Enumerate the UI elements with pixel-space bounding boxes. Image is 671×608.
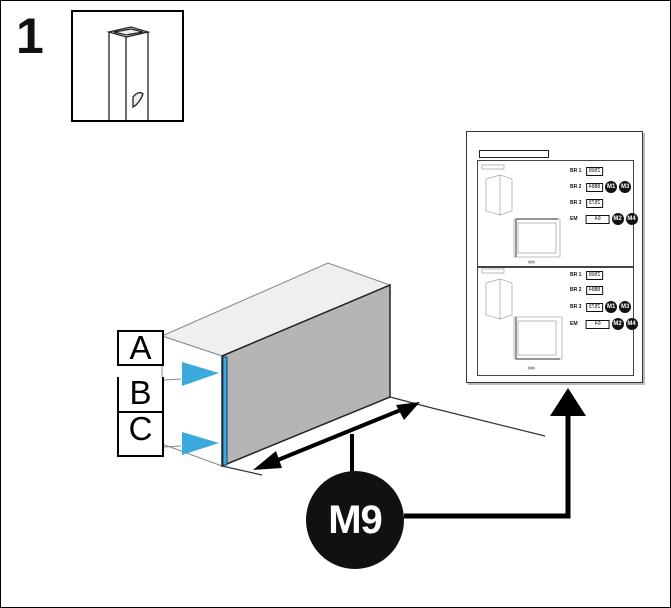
measurement-sheet: mm BR 1 2568 BR 2 8884 M1 M3 BR 3 2573 E…	[466, 131, 643, 383]
svg-text:mm: mm	[528, 259, 535, 264]
sheet-panel-1: mm BR 1 2568 BR 2 8884 M1 M3 BR 3 2573 E…	[477, 160, 638, 268]
sheet-arrowhead	[550, 388, 586, 416]
label-b: B	[117, 376, 164, 413]
m9-to-sheet-connector	[404, 416, 571, 519]
step-number: 1	[16, 8, 44, 64]
profile-piece-drawing	[106, 26, 151, 120]
length-dimension-arrow	[253, 402, 420, 470]
profile-thumbnail	[71, 10, 184, 122]
panel1-row-br2: BR 2 8884 M1 M3	[570, 181, 632, 193]
marker-arrow-c	[182, 432, 219, 455]
svg-text:mm: mm	[528, 365, 535, 370]
panel2-row-em: EM 64 M2 M4	[570, 318, 638, 330]
cabin-sketch-2: mm	[481, 268, 563, 370]
marker-arrow-a	[182, 362, 219, 386]
sheet-title-field	[479, 150, 549, 158]
panel2-row-br3: BR 3 2573 M1 M3	[570, 301, 632, 313]
profile-edge	[222, 356, 228, 466]
cabin-sketch-1: mm	[481, 164, 561, 264]
label-a: A	[117, 330, 164, 366]
m9-badge: M9	[306, 471, 404, 569]
panel1-row-em: EM 64 M2 M4	[570, 213, 638, 225]
label-c: C	[117, 412, 164, 457]
panel1-row-br3: BR 3 2573	[570, 197, 604, 209]
panel2-row-br1: BR 1 2568	[570, 269, 604, 281]
panel2-row-br2: BR 2 8884	[570, 284, 604, 296]
panel1-row-br1: BR 1 2568	[570, 165, 604, 177]
sheet-panel-2: mm BR 1 2568 BR 2 8884 BR 3 2573 M1 M3 E…	[477, 266, 638, 376]
